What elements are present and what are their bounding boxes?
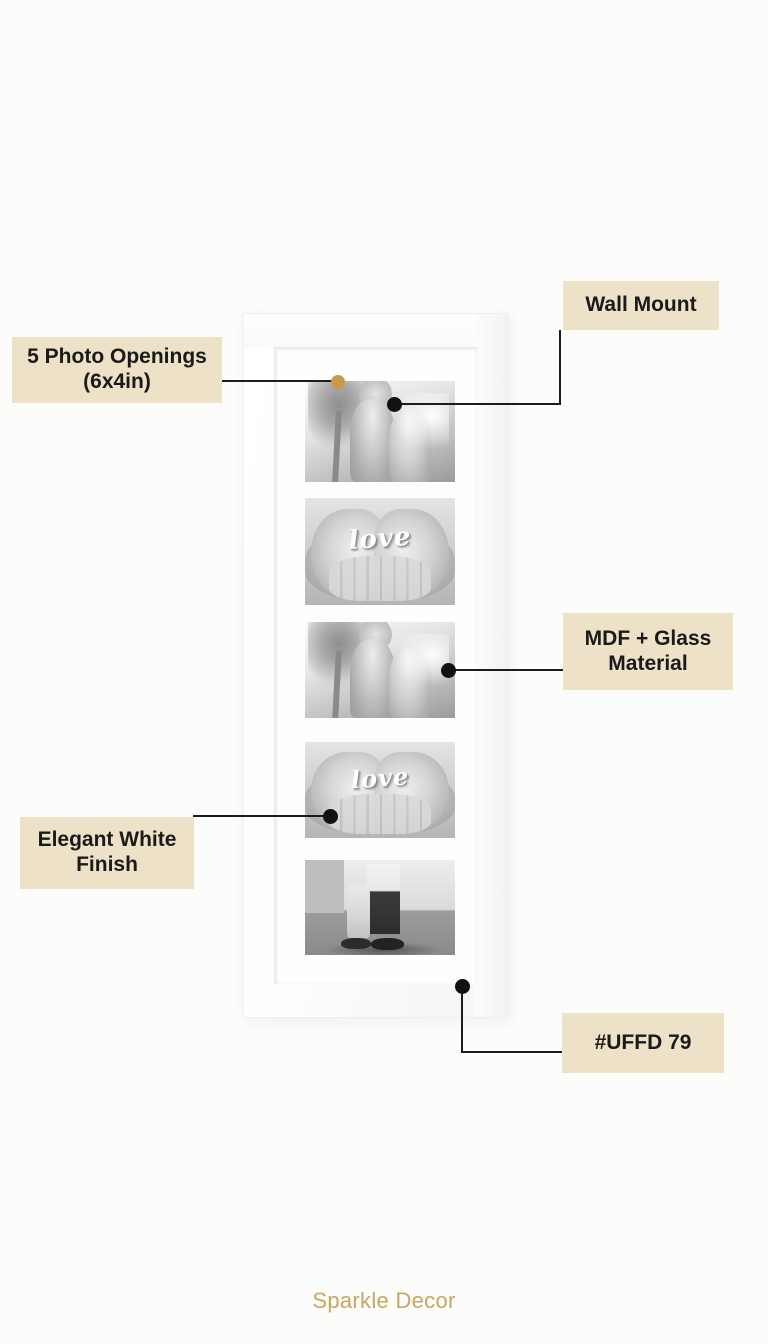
photo-opening-4: love [305,742,455,838]
callout-dot-wall-mount [387,397,402,412]
callout-openings-line2: (6x4in) [83,370,151,393]
callout-label-material: MDF + Glass Material [563,613,733,690]
photo-image-2: love [305,498,455,605]
love-word-overlay-4: love [349,761,411,795]
callout-label-photo-openings: 5 Photo Openings (6x4in) [12,337,222,403]
callout-label-finish: Elegant White Finish [20,817,194,889]
callout-label-sku: #UFFD 79 [562,1013,724,1073]
photo-image-3 [305,622,455,718]
photo-image-1 [305,381,455,482]
connector-line-wall-mount-horizontal [401,403,561,405]
callout-dot-material [441,663,456,678]
callout-dot-sku [455,979,470,994]
product-photo-frame: love love [243,313,511,1022]
callout-material-line2: Material [608,651,688,675]
callout-finish-line2: Finish [76,853,138,876]
brand-footer: Sparkle Decor [312,1288,456,1313]
callout-finish-line1: Elegant White [37,828,177,852]
callout-wall-mount-line1: Wall Mount [585,293,697,317]
love-word-overlay-2: love [347,521,413,556]
connector-line-sku-vertical [461,990,463,1053]
photo-image-4: love [305,742,455,838]
callout-dot-openings [331,375,345,389]
callout-dot-finish [323,809,338,824]
connector-line-material [455,669,564,671]
connector-line-finish [193,815,333,817]
callout-label-wall-mount: Wall Mount [563,281,719,330]
photo-opening-2: love [305,498,455,605]
photo-opening-1 [305,381,455,482]
photo-opening-3 [305,622,455,718]
photo-image-5 [305,860,455,955]
frame-bevel [244,314,508,1017]
photo-opening-5 [305,860,455,955]
connector-line-wall-mount-vertical [559,330,561,405]
callout-sku-line1: #UFFD 79 [594,1030,692,1054]
connector-line-sku-horizontal [461,1051,563,1053]
callout-openings-line1: 5 Photo Openings [27,345,207,369]
connector-line-openings [222,380,340,382]
callout-material-line1: MDF + Glass [584,626,712,650]
